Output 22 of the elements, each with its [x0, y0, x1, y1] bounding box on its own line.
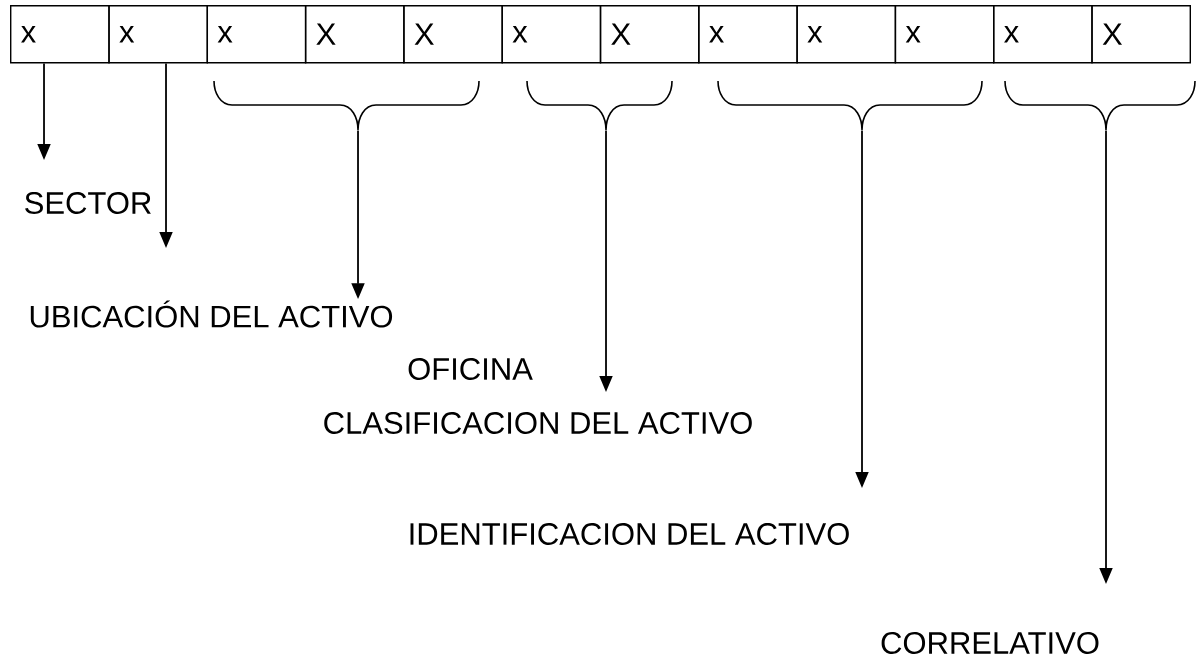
table-cell: x — [501, 5, 602, 64]
field-label: CLASIFICACION DEL ACTIVO — [324, 412, 752, 434]
field-label: OFICINA — [408, 358, 533, 380]
table-cell: x — [108, 5, 208, 64]
table-cell: x — [894, 5, 995, 64]
table-cell: x — [993, 5, 1093, 64]
field-label: UBICACIÓN DEL ACTIVO — [30, 300, 393, 328]
table-cell: x — [698, 5, 798, 64]
table-cell: x — [10, 5, 110, 64]
table-cell: x — [206, 5, 307, 64]
curly-brace — [717, 80, 983, 131]
table-cell: X — [599, 5, 700, 64]
field-label: CORRELATIVO — [881, 632, 1099, 654]
curly-brace — [526, 80, 673, 131]
table-cell: X — [304, 5, 405, 64]
field-label: SECTOR — [25, 192, 151, 214]
curly-brace — [213, 80, 480, 131]
table-cell: X — [403, 5, 503, 64]
table-cell: x — [796, 5, 897, 64]
curly-brace — [1004, 80, 1196, 131]
field-label: IDENTIFICACION DEL ACTIVO — [410, 523, 849, 545]
table-cell: X — [1091, 5, 1191, 64]
